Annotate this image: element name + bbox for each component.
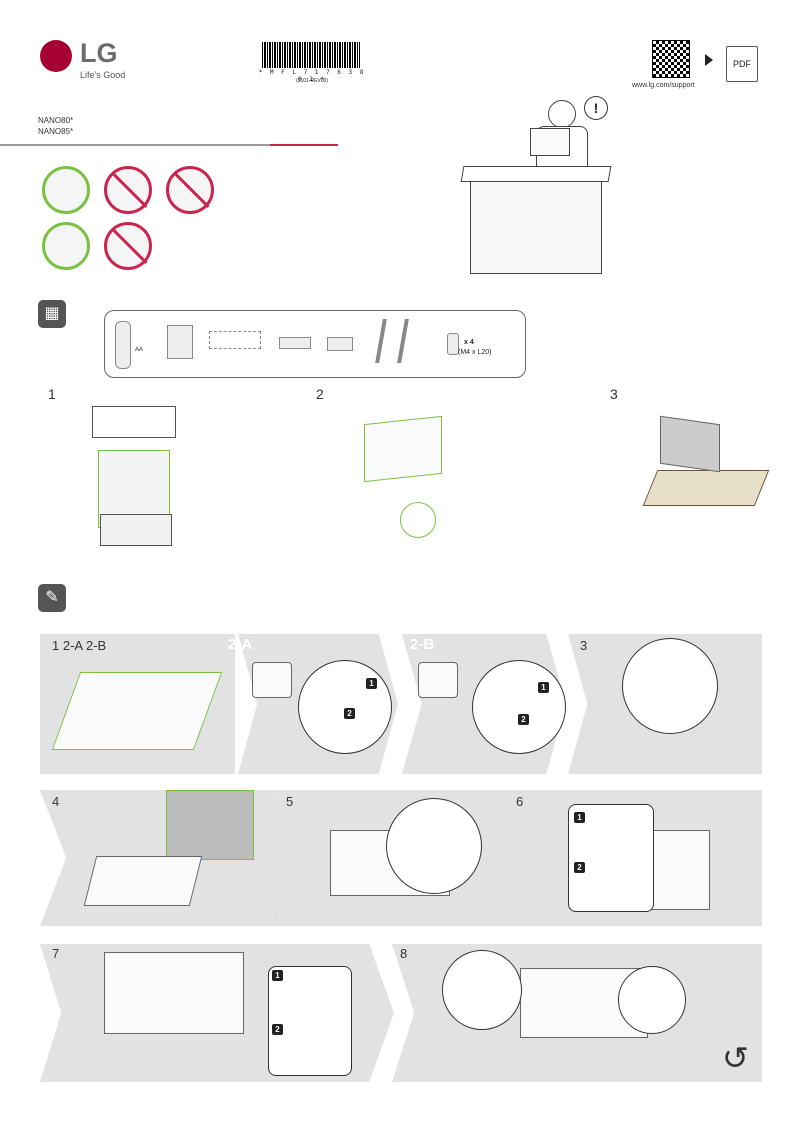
box-flap-icon <box>460 166 612 182</box>
header-divider-grey <box>0 144 270 146</box>
step-1-label: 1 2-A 2-B <box>52 638 107 653</box>
warning-icon: ! <box>584 96 608 120</box>
manual-sheet-icon <box>530 128 570 156</box>
cable-holder-zoom-icon <box>618 966 686 1034</box>
qr-code-icon <box>652 40 690 78</box>
person-head-icon <box>548 100 576 128</box>
step-badge-1: 1 <box>366 678 377 689</box>
screw-icon <box>447 333 459 355</box>
tv-lift-illustration <box>364 415 442 483</box>
step-2b-label: 2-B <box>410 636 435 653</box>
model-name-2: NANO85* <box>38 127 74 136</box>
step-2a-label: 2-A <box>228 636 253 653</box>
step-5-label: 5 <box>286 794 294 809</box>
step-badge-2: 2 <box>272 1024 283 1035</box>
step-4-label: 4 <box>52 794 60 809</box>
header-divider-red <box>270 144 338 146</box>
arrow-right-icon <box>705 54 713 66</box>
step-badge-2: 2 <box>574 862 585 873</box>
cable-clip-icon <box>279 337 311 349</box>
handling-prohibited-icon <box>104 166 152 214</box>
cable-tie-zoom-icon <box>268 966 352 1076</box>
unbox-step-3-number: 3 <box>610 386 618 402</box>
step-badge-2: 2 <box>344 708 355 719</box>
parts-list-panel: AA <box>104 310 526 378</box>
grip-zoom-icon <box>400 502 436 538</box>
barcode-number: * M F L 7 1 7 6 3 8 0 2 * <box>258 69 366 83</box>
handling-ok-icon <box>42 222 90 270</box>
handling-ok-icon <box>42 166 90 214</box>
screw-quantity: x 4 <box>464 339 474 346</box>
tv-upright-illustration <box>166 790 254 860</box>
screw-zoom-icon <box>622 638 718 734</box>
cable-tie-icon <box>327 337 353 351</box>
stand-attach-zoom-icon <box>472 660 566 754</box>
step-badge-1: 1 <box>272 970 283 981</box>
support-url[interactable]: www.lg.com/support <box>632 82 695 89</box>
box-top-lid-illustration <box>92 406 176 438</box>
box-base-illustration <box>100 514 172 546</box>
step-badge-1: 1 <box>538 682 549 693</box>
screw-size: (M4 x L20) <box>458 349 492 356</box>
tv-back-illustration <box>83 856 203 906</box>
cable-clip-zoom-icon <box>442 950 522 1030</box>
tv-front-thumb-icon <box>418 662 458 698</box>
handling-prohibited-icon <box>104 222 152 270</box>
tv-box-illustration <box>470 180 602 274</box>
tv-on-table-illustration <box>660 415 720 473</box>
box-contents-icon: ▦ <box>38 300 66 328</box>
unbox-step-2-number: 2 <box>316 386 324 402</box>
step-badge-2: 2 <box>518 714 529 725</box>
lg-logo-text: LG <box>80 38 118 68</box>
tv-front-thumb-icon <box>252 662 292 698</box>
step-6-label: 6 <box>516 794 524 809</box>
stand-attach-zoom-icon <box>298 660 392 754</box>
table-illustration <box>642 470 770 506</box>
stand-icon <box>371 319 421 369</box>
turn-page-icon: ↺ <box>722 1040 749 1076</box>
manual-icon <box>167 325 193 359</box>
unbox-step-1-number: 1 <box>48 386 56 402</box>
barcode-image <box>262 42 360 68</box>
screwdriver-icon: ✎ <box>38 584 66 612</box>
cable-holder-icon <box>209 331 261 349</box>
barcode-revision: (2101-REV00) <box>296 78 328 84</box>
step-8-label: 8 <box>400 946 408 961</box>
tv-back-illustration <box>51 672 223 750</box>
remote-icon <box>115 321 131 369</box>
step-7-label: 7 <box>52 946 60 961</box>
cable-holder-zoom-icon <box>386 798 482 894</box>
step-badge-1: 1 <box>574 812 585 823</box>
pdf-icon: PDF <box>726 46 758 82</box>
battery-label: AA <box>135 347 144 353</box>
lg-slogan: Life's Good <box>80 70 126 80</box>
lg-logo-icon <box>40 40 72 72</box>
model-name-1: NANO80* <box>38 116 74 125</box>
step-3-label: 3 <box>580 638 588 653</box>
tv-back-illustration <box>104 952 244 1034</box>
handling-prohibited-icon <box>166 166 214 214</box>
